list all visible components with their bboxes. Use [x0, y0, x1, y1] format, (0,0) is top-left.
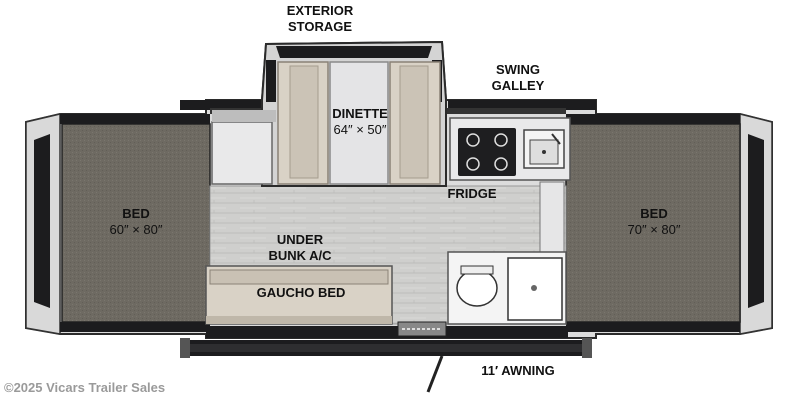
- right-bed: [565, 123, 741, 323]
- label-bed-right: BED 70″ × 80″: [627, 206, 681, 237]
- gaucho-bed: [205, 265, 393, 325]
- dinette-bumpout: [261, 40, 447, 187]
- label-bed-left: BED 60″ × 80″: [109, 206, 163, 237]
- fridge: [539, 181, 565, 253]
- label-fridge: FRIDGE: [447, 186, 497, 201]
- label-under-bunk-ac: UNDER BUNK A/C: [268, 232, 332, 263]
- bottom-frame: [180, 321, 592, 393]
- left-cabinet: [211, 110, 276, 185]
- label-dinette: DINETTE 64″ × 50″: [332, 106, 388, 137]
- entry-door-swing: [426, 355, 444, 393]
- label-exterior-storage: EXTERIOR STORAGE: [286, 3, 354, 34]
- left-bed-tent: [25, 113, 211, 335]
- copyright-text: ©2025 Vicars Trailer Sales: [4, 380, 166, 395]
- label-swing-galley: SWING GALLEY: [491, 62, 545, 93]
- dinette-table: [329, 61, 389, 185]
- label-gaucho-bed: GAUCHO BED: [256, 285, 346, 300]
- toilet: [456, 269, 498, 307]
- swing-galley: [449, 117, 571, 181]
- stove: [458, 128, 516, 176]
- bathroom: [447, 251, 567, 325]
- label-awning: 11′ AWNING: [481, 363, 555, 378]
- right-bed-tent: [565, 113, 773, 335]
